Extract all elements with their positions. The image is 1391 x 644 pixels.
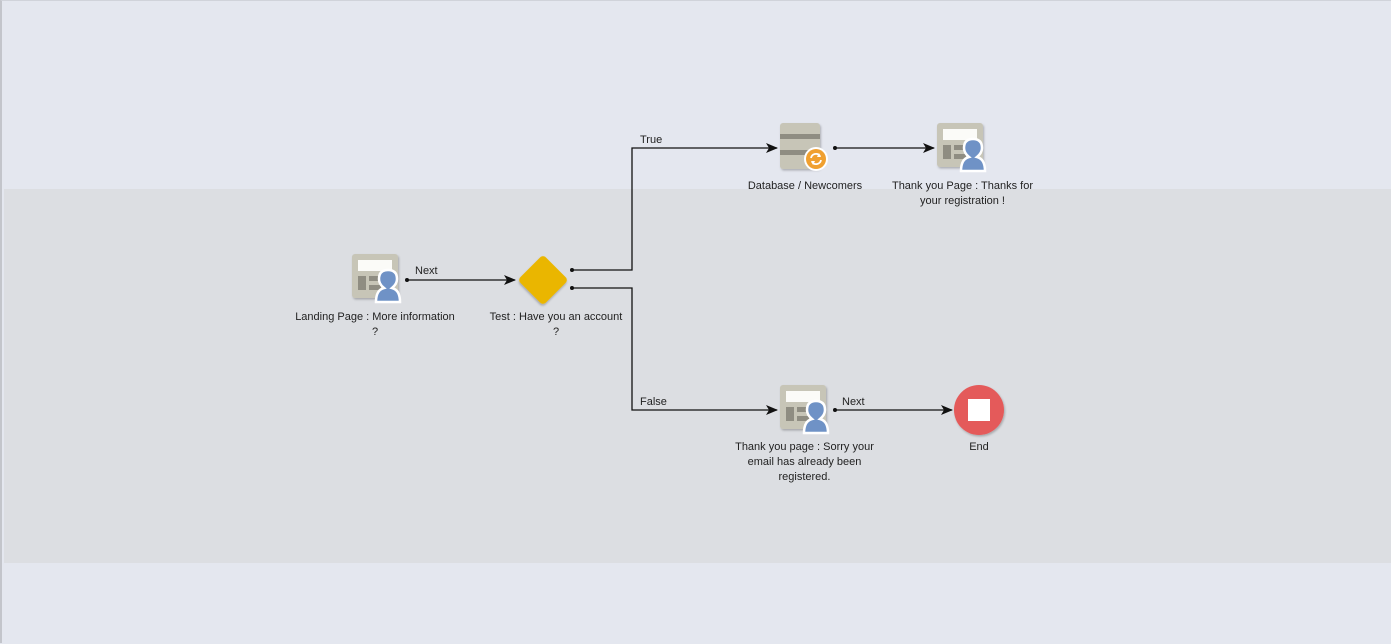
person-icon [374, 268, 402, 304]
edge-label-next-end: Next [842, 396, 865, 408]
test-label[interactable]: Test : Have you an account ? [489, 311, 623, 338]
swimlane-bottom [4, 563, 1391, 644]
sync-icon [804, 147, 828, 171]
edge-db-to-thanks[interactable] [833, 143, 935, 153]
end-label[interactable]: End [969, 441, 989, 453]
decision-diamond-icon[interactable] [518, 255, 569, 306]
swimlane-main [4, 189, 1391, 563]
edge-label-true: True [640, 134, 663, 146]
end-icon[interactable] [954, 385, 1004, 435]
edge-test-false[interactable] [570, 286, 778, 415]
landing-page-icon[interactable] [352, 254, 402, 304]
thanks-page-icon[interactable] [937, 123, 987, 173]
person-icon [802, 399, 830, 435]
landing-page-label[interactable]: Landing Page : More information ? [295, 311, 455, 338]
edge-label-false: False [640, 396, 667, 408]
database-icon[interactable] [780, 123, 828, 171]
person-icon [959, 137, 987, 173]
edge-test-true[interactable] [570, 143, 778, 272]
swimlane-top [4, 2, 1391, 189]
edge-landing-to-test[interactable] [405, 275, 516, 285]
edge-sorry-to-end[interactable] [833, 405, 953, 415]
edge-label-next: Next [415, 265, 438, 277]
thanks-page-label[interactable]: Thank you Page : Thanks for your registr… [891, 180, 1034, 207]
sorry-page-label[interactable]: Thank you page : Sorry your email has al… [735, 441, 874, 483]
database-label[interactable]: Database / Newcomers [747, 180, 863, 192]
sorry-page-icon[interactable] [780, 385, 830, 435]
